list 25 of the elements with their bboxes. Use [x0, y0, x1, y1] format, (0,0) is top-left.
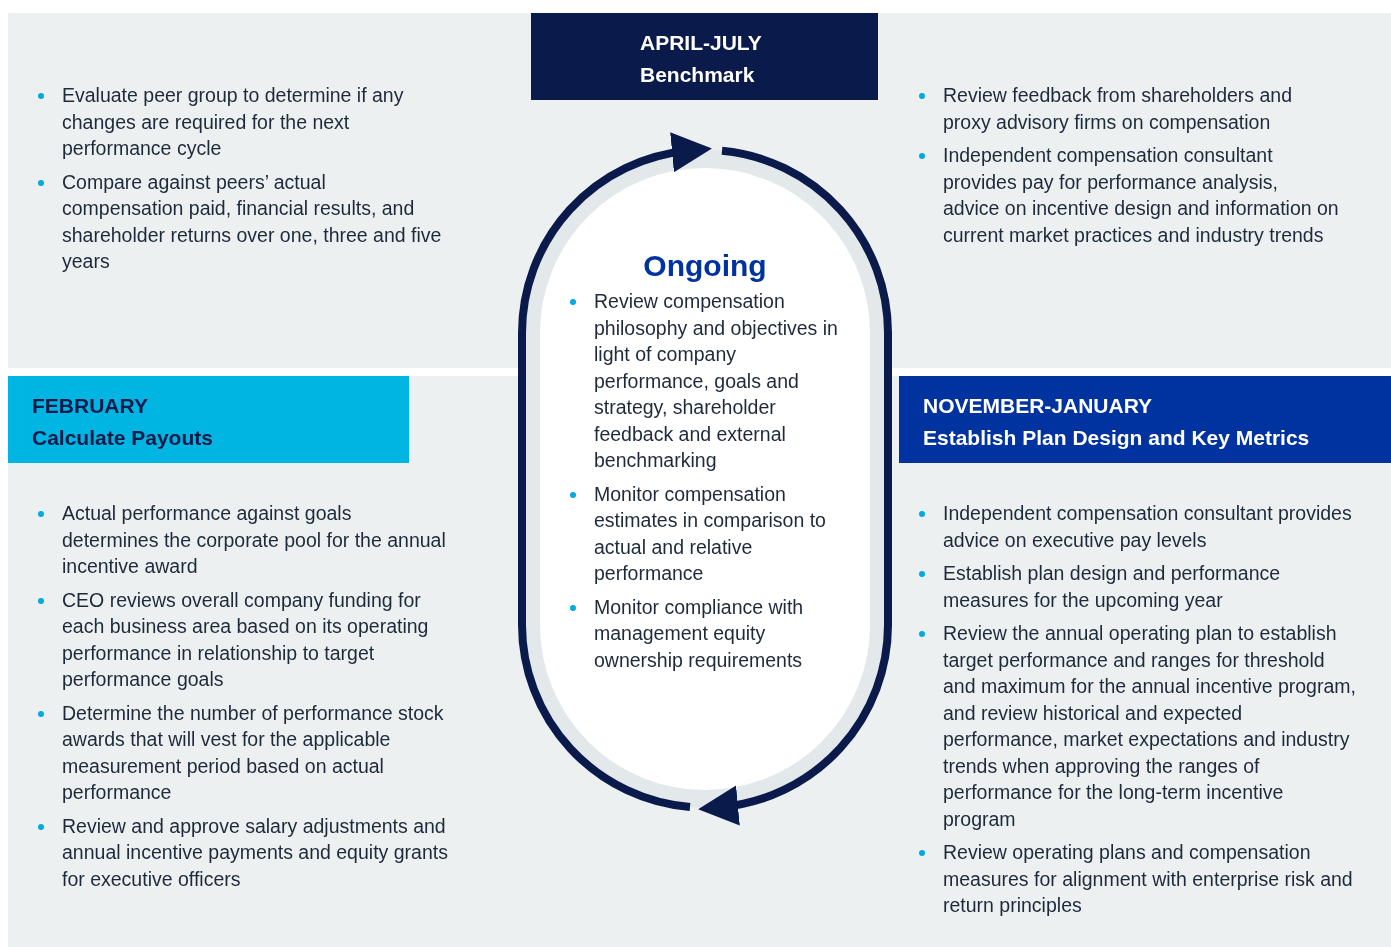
- bullet-text: Independent compensation consultant provides pay for performance analysis, advice on incentive design and information on current market practices and industry trends: [919, 142, 1339, 248]
- bullet-text: CEO reviews overall company funding for each business area based on its operating performance in relationship to target performance goals: [38, 586, 450, 693]
- phase-header: [8, 376, 409, 463]
- bullet-text: Establish plan design and performance measures for the upcoming year: [919, 560, 1359, 613]
- bullet-text: Evaluate peer group to determine if any changes are required for the next performance cycle: [38, 82, 450, 162]
- bullet-text: Review the annual operating plan to establish target performance and ranges for threshold and maximum for the annual incentive program, and review historical and expected performance, market expectations and industry trends when approving the ranges of performance for the long-term incentive program: [919, 620, 1359, 832]
- header-text: Calculate Payouts: [32, 425, 213, 451]
- oval-title: Ongoing: [642, 248, 768, 284]
- phase-header: [531, 13, 878, 100]
- header-text: Benchmark: [640, 62, 755, 88]
- header-text: APRIL-JULY: [640, 30, 762, 56]
- header-text: NOVEMBER-JANUARY: [923, 393, 1153, 419]
- bullet-text: Determine the number of performance stock awards that will vest for the applicable measurement period based on actual performance: [38, 699, 450, 806]
- header-text: Establish Plan Design and Key Metrics: [923, 425, 1310, 451]
- bullet-text: Actual performance against goals determines the corporate pool for the annual incentive award: [38, 500, 450, 580]
- bullet-text: Review feedback from shareholders and proxy advisory firms on compensation: [919, 82, 1339, 135]
- phase-header: [899, 376, 1391, 463]
- bullet-text: Review compensation philosophy and objectives in light of company performance, goals and strategy, shareholder feedback and external benchmarking: [570, 288, 842, 474]
- bullet-text: Review operating plans and compensation measures for alignment with enterprise risk and return principles: [919, 839, 1359, 919]
- header-text: FEBRUARY: [32, 393, 148, 419]
- bullet-text: Monitor compensation estimates in comparison to actual and relative performance: [570, 480, 842, 587]
- bullet-text: Independent compensation consultant provides advice on executive pay levels: [919, 500, 1359, 553]
- bullet-text: Monitor compliance with management equity ownership requirements: [570, 593, 842, 673]
- bullet-text: Review and approve salary adjustments and annual incentive payments and equity grants for executive officers: [38, 812, 450, 892]
- bullet-text: Compare against peers’ actual compensation paid, financial results, and shareholder returns over one, three and five years: [38, 168, 450, 275]
